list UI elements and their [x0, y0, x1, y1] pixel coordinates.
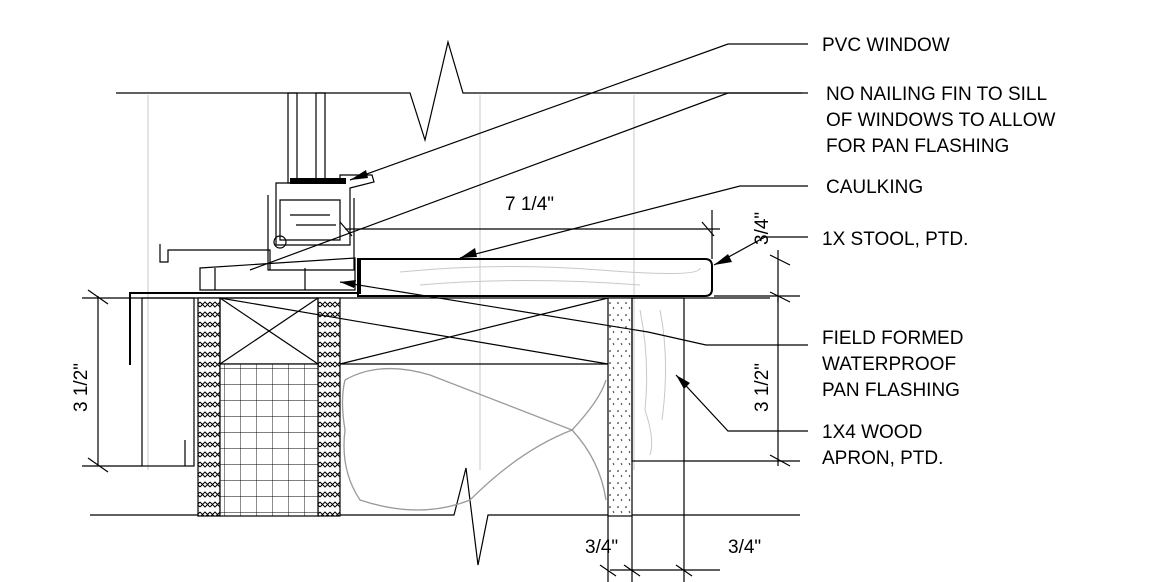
left-height-dimension: 3 1/2" [71, 363, 92, 412]
leader-lines [219, 43, 808, 432]
nailing-fin-label-line2: OF WINDOWS TO ALLOW [826, 110, 1055, 131]
gap-left-dimension: 3/4" [585, 537, 618, 558]
gap-right-dimension: 3/4" [728, 537, 761, 558]
pvc-window-frame [159, 92, 375, 291]
dimension-labels: 7 1/4" 3/4" 3 1/2" 3 1/2" 3/4" 3/4" [71, 194, 773, 558]
stool-thickness-dimension: 3/4" [752, 212, 773, 245]
apron-label-line1: 1X4 WOOD [822, 422, 922, 443]
stool-board [357, 258, 713, 297]
dimension-lines [82, 210, 800, 582]
rigid-insulation [197, 297, 341, 517]
masonry-grid [219, 363, 319, 517]
bottom-break-line [90, 467, 800, 566]
top-break-line [116, 39, 802, 143]
wood-apron [607, 297, 685, 517]
caulking-label: CAULKING [826, 177, 923, 198]
pan-flashing-label-line1: FIELD FORMED [822, 328, 963, 349]
pan-flashing-label-line3: PAN FLASHING [822, 380, 960, 401]
nailing-fin-label-line1: NO NAILING FIN TO SILL [826, 84, 1047, 105]
batt-insulation [340, 363, 608, 511]
apron-label-line2: APRON, PTD. [822, 448, 943, 469]
construction-lines [147, 95, 635, 470]
stool-label: 1X STOOL, PTD. [822, 229, 968, 250]
apron-height-dimension: 3 1/2" [752, 363, 773, 412]
nailing-fin-label-line3: FOR PAN FLASHING [826, 136, 1009, 157]
callout-labels: PVC WINDOW NO NAILING FIN TO SILL OF WIN… [822, 35, 1055, 469]
exterior-trim [141, 297, 195, 467]
pan-flashing [129, 260, 770, 365]
pvc-window-label: PVC WINDOW [822, 35, 950, 56]
wood-blocking [219, 297, 319, 365]
stool-width-dimension: 7 1/4" [505, 194, 554, 215]
pan-flashing-label-line2: WATERPROOF [822, 354, 956, 375]
